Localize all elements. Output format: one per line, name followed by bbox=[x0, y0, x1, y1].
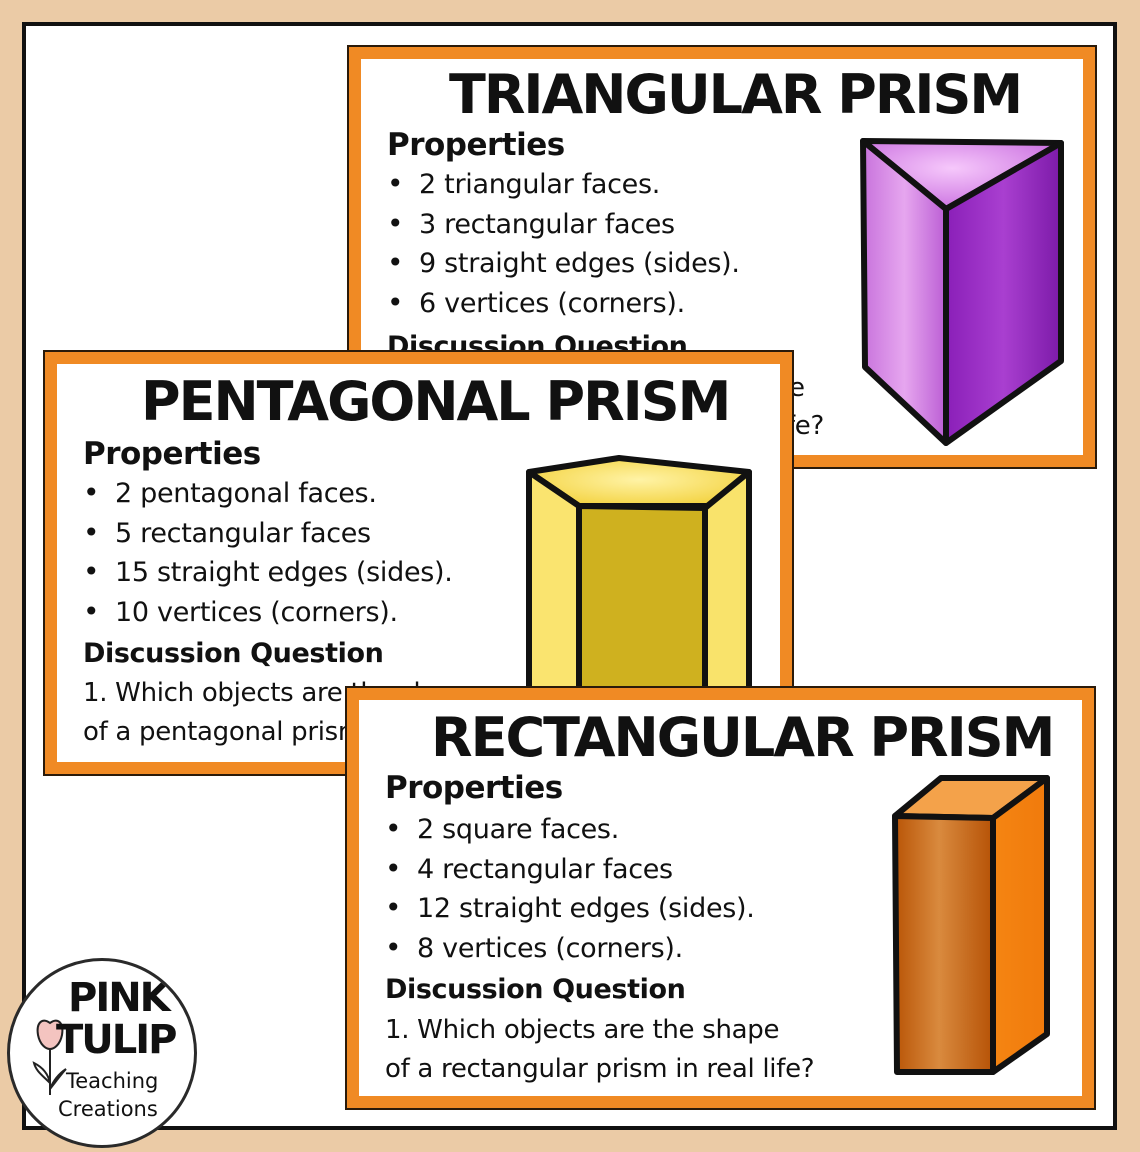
card-title: TRIANGULAR PRISM bbox=[449, 63, 1023, 126]
card-title: RECTANGULAR PRISM bbox=[431, 706, 1055, 769]
orange-rectangular-prism-icon bbox=[892, 775, 1050, 1075]
card-body: RECTANGULAR PRISM Properties 2 square fa… bbox=[359, 700, 1082, 1096]
discussion-line-1: 1. Which objects are the shape bbox=[385, 1015, 780, 1045]
property-item: 2 triangular faces. bbox=[387, 165, 740, 205]
property-item: 15 straight edges (sides). bbox=[83, 553, 453, 593]
logo-creations: Creations bbox=[58, 1097, 158, 1121]
yellow-pentagonal-prism-icon bbox=[526, 455, 752, 712]
properties-list: 2 square faces. 4 rectangular faces 12 s… bbox=[385, 810, 755, 968]
properties-list: 2 triangular faces. 3 rectangular faces … bbox=[387, 165, 740, 323]
property-item: 12 straight edges (sides). bbox=[385, 889, 755, 929]
properties-heading: Properties bbox=[387, 127, 565, 163]
logo-tulip: TULIP bbox=[56, 1017, 177, 1063]
card-title: PENTAGONAL PRISM bbox=[141, 370, 731, 433]
discussion-line-2: of a rectangular prism in real life? bbox=[385, 1054, 815, 1084]
property-item: 2 pentagonal faces. bbox=[83, 474, 453, 514]
rectangular-prism-card: RECTANGULAR PRISM Properties 2 square fa… bbox=[345, 686, 1096, 1110]
logo-teaching: Teaching bbox=[66, 1069, 159, 1093]
discussion-heading: Discussion Question bbox=[385, 974, 686, 1005]
pink-tulip-logo: PINK TULIP Teaching Creations bbox=[7, 958, 197, 1148]
logo-pink: PINK bbox=[68, 975, 171, 1021]
discussion-heading: Discussion Question bbox=[83, 638, 384, 669]
property-item: 2 square faces. bbox=[385, 810, 755, 850]
properties-heading: Properties bbox=[83, 436, 261, 472]
properties-list: 2 pentagonal faces. 5 rectangular faces … bbox=[83, 474, 453, 632]
property-item: 6 vertices (corners). bbox=[387, 284, 740, 324]
property-item: 9 straight edges (sides). bbox=[387, 244, 740, 284]
property-item: 4 rectangular faces bbox=[385, 850, 755, 890]
property-item: 3 rectangular faces bbox=[387, 205, 740, 245]
property-item: 5 rectangular faces bbox=[83, 514, 453, 554]
tulip-icon bbox=[32, 1019, 67, 1095]
property-item: 8 vertices (corners). bbox=[385, 929, 755, 969]
card-body: TRIANGULAR PRISM Properties 2 triangular… bbox=[361, 59, 1083, 455]
properties-heading: Properties bbox=[385, 770, 563, 806]
property-item: 10 vertices (corners). bbox=[83, 593, 453, 633]
purple-triangular-prism-icon bbox=[860, 138, 1064, 446]
